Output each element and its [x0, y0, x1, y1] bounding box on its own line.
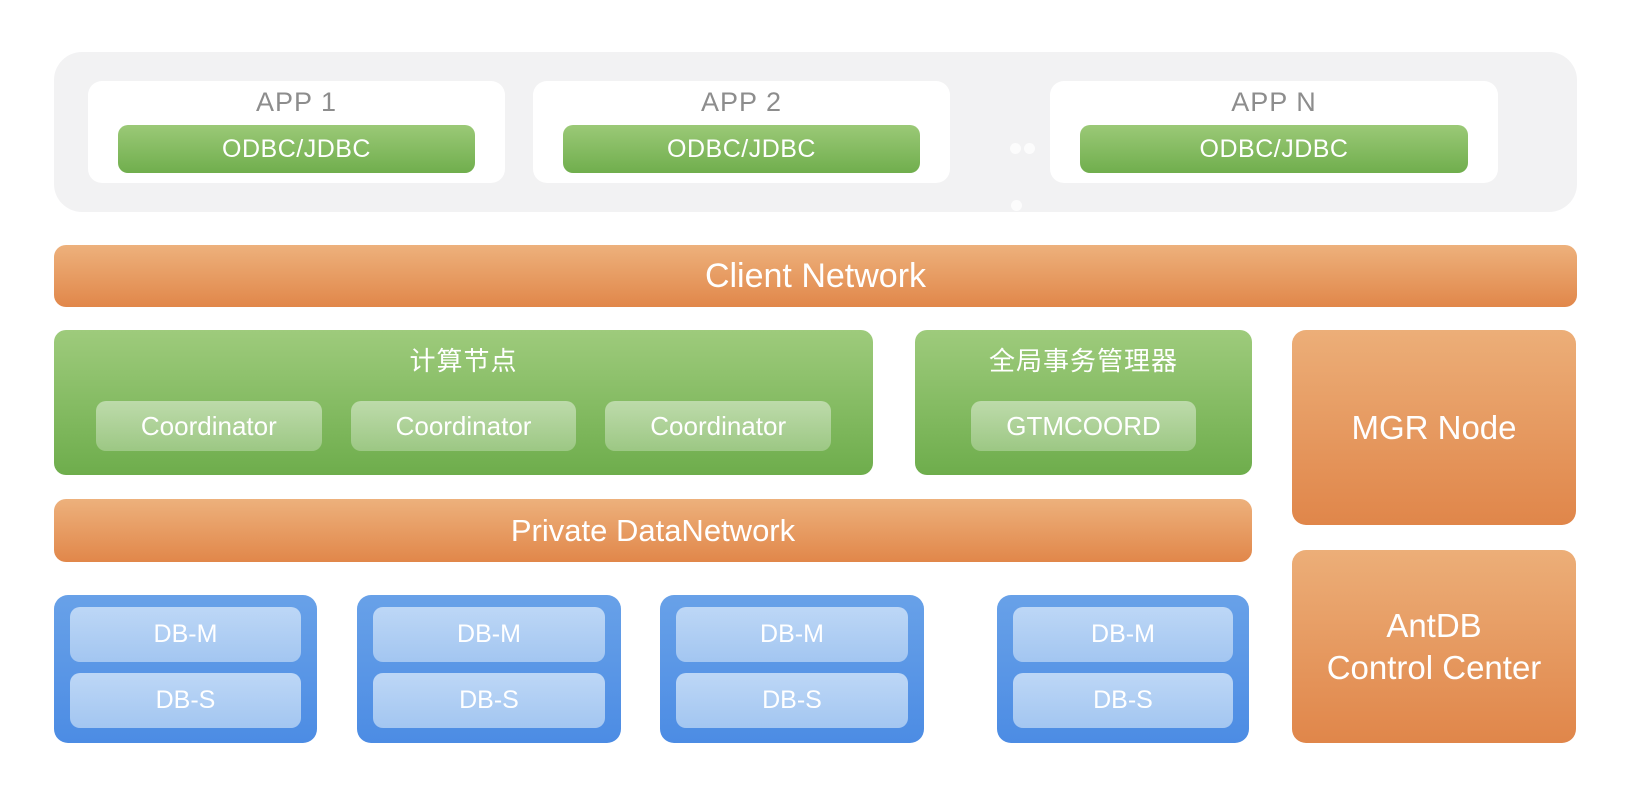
- gtm-panel: 全局事务管理器 GTMCOORD: [915, 330, 1252, 475]
- compute-node-title: 计算节点: [409, 346, 518, 376]
- odbc-jdbc-node-1: ODBC/JDBC: [118, 125, 475, 173]
- odbc-jdbc-node-2: ODBC/JDBC: [563, 125, 920, 173]
- db-master-node: DB-M: [1013, 607, 1233, 662]
- db-group-3: DB-M DB-S: [660, 595, 924, 743]
- db-master-node: DB-M: [70, 607, 301, 662]
- db-group-2: DB-M DB-S: [357, 595, 621, 743]
- compute-node-panel: 计算节点 Coordinator Coordinator Coordinator: [54, 330, 873, 475]
- app-card-n: APP N ODBC/JDBC: [1050, 81, 1498, 183]
- db-standby-node: DB-S: [70, 673, 301, 728]
- ellipsis-dot-icon: [1024, 143, 1035, 154]
- db-standby-node: DB-S: [676, 673, 908, 728]
- db-group-4: DB-M DB-S: [997, 595, 1249, 743]
- db-master-node: DB-M: [373, 607, 605, 662]
- control-center-label-line2: Control Center: [1326, 648, 1542, 686]
- db-group-1: DB-M DB-S: [54, 595, 317, 743]
- ellipsis-dot-icon: [1011, 200, 1022, 211]
- gtmcoord-node: GTMCOORD: [971, 401, 1196, 451]
- app-card-n-title: APP N: [1231, 87, 1317, 117]
- coordinator-node-2: Coordinator: [350, 401, 577, 451]
- gtm-title: 全局事务管理器: [988, 346, 1178, 376]
- private-data-network-bar: Private DataNetwork: [54, 499, 1252, 562]
- odbc-jdbc-node-n: ODBC/JDBC: [1080, 125, 1468, 173]
- coordinator-node-3: Coordinator: [605, 401, 832, 451]
- ellipsis-dot-icon: [1010, 143, 1021, 154]
- coordinator-row: Coordinator Coordinator Coordinator: [96, 401, 832, 451]
- mgr-node-box: MGR Node: [1292, 330, 1576, 525]
- control-center-label-line1: AntDB: [1386, 606, 1482, 644]
- app-card-2-title: APP 2: [700, 87, 783, 117]
- mgr-node-label: MGR Node: [1351, 408, 1517, 446]
- app-card-2: APP 2 ODBC/JDBC: [533, 81, 950, 183]
- app-card-1: APP 1 ODBC/JDBC: [88, 81, 505, 183]
- app-card-1-title: APP 1: [255, 87, 338, 117]
- db-standby-node: DB-S: [1013, 673, 1233, 728]
- db-master-node: DB-M: [676, 607, 908, 662]
- app-layer-panel: APP 1 ODBC/JDBC APP 2 ODBC/JDBC APP N OD…: [54, 52, 1577, 212]
- coordinator-node-1: Coordinator: [96, 401, 322, 451]
- client-network-bar: Client Network: [54, 245, 1577, 307]
- antdb-control-center-box: AntDB Control Center: [1292, 550, 1576, 743]
- db-standby-node: DB-S: [373, 673, 605, 728]
